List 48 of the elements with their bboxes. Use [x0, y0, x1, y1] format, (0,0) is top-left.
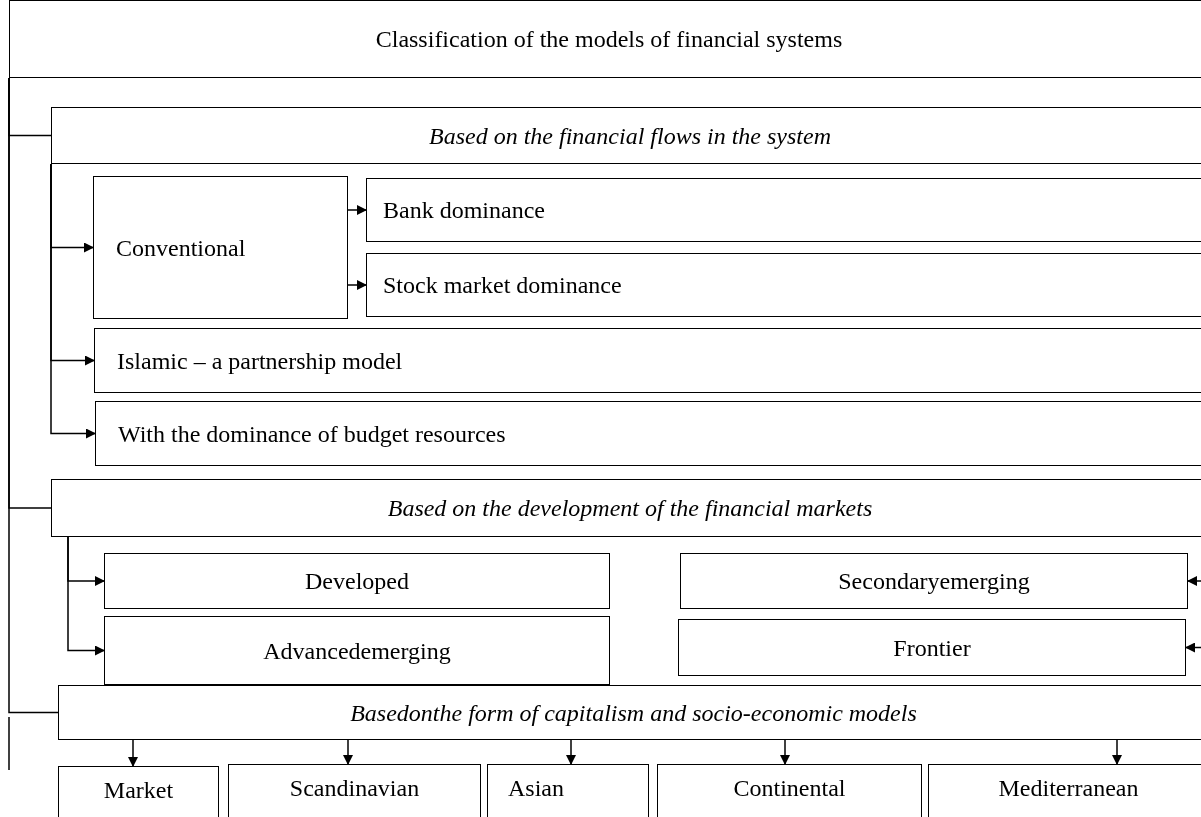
model-box: [228, 764, 481, 817]
model-box: [366, 178, 1201, 242]
connector-line: [8, 77, 59, 714]
node-label: Asian: [508, 774, 564, 803]
arrow: [347, 205, 367, 215]
market-box: [678, 619, 1186, 676]
arrow: [50, 163, 96, 439]
node-label: Conventional: [116, 233, 246, 263]
node-label: Developed: [305, 567, 409, 596]
model-box: [95, 401, 1201, 466]
node-label: Scandinavian: [289, 774, 420, 803]
arrow: [1112, 739, 1122, 765]
market-box: [680, 553, 1188, 609]
category-box: [58, 685, 1201, 740]
arrow: [67, 536, 105, 656]
arrow: [347, 280, 367, 290]
arrow: [343, 739, 353, 765]
node-label: Continental: [733, 774, 846, 803]
node-label: With the dominance of budget resources: [118, 419, 506, 449]
market-box: [104, 616, 610, 685]
arrow: [1187, 576, 1201, 586]
node-label: Based on the financial flows in the system: [429, 121, 831, 151]
arrow: [780, 739, 790, 765]
model-box: [657, 764, 922, 817]
node-label: Islamic – a partnership model: [117, 346, 403, 376]
category-box: [51, 479, 1201, 537]
arrow: [566, 739, 576, 765]
node-label: Stock market dominance: [383, 271, 622, 300]
arrow: [1185, 642, 1201, 653]
node-label: Classification of the models of financial systems: [375, 25, 843, 54]
model-box: [93, 176, 348, 319]
model-box: [58, 766, 219, 817]
arrow: [128, 739, 138, 767]
node-label: Based on the development of the financial markets: [387, 494, 873, 523]
model-box: [94, 328, 1201, 393]
model-box: [928, 764, 1201, 817]
model-box: [487, 764, 649, 817]
category-box: [51, 107, 1201, 164]
node-label: Market: [103, 776, 174, 805]
model-box: [366, 253, 1201, 317]
node-label: Basedonthe form of capitalism and socio-economic models: [350, 698, 917, 728]
node-label: Bank dominance: [383, 196, 545, 225]
market-box: [104, 553, 610, 609]
node-label: Mediterranean: [998, 774, 1139, 803]
node-label: Advancedemerging: [263, 636, 451, 666]
title-box: [9, 0, 1201, 78]
node-label: Secondaryemerging: [838, 567, 1030, 596]
node-label: Frontier: [893, 633, 971, 663]
